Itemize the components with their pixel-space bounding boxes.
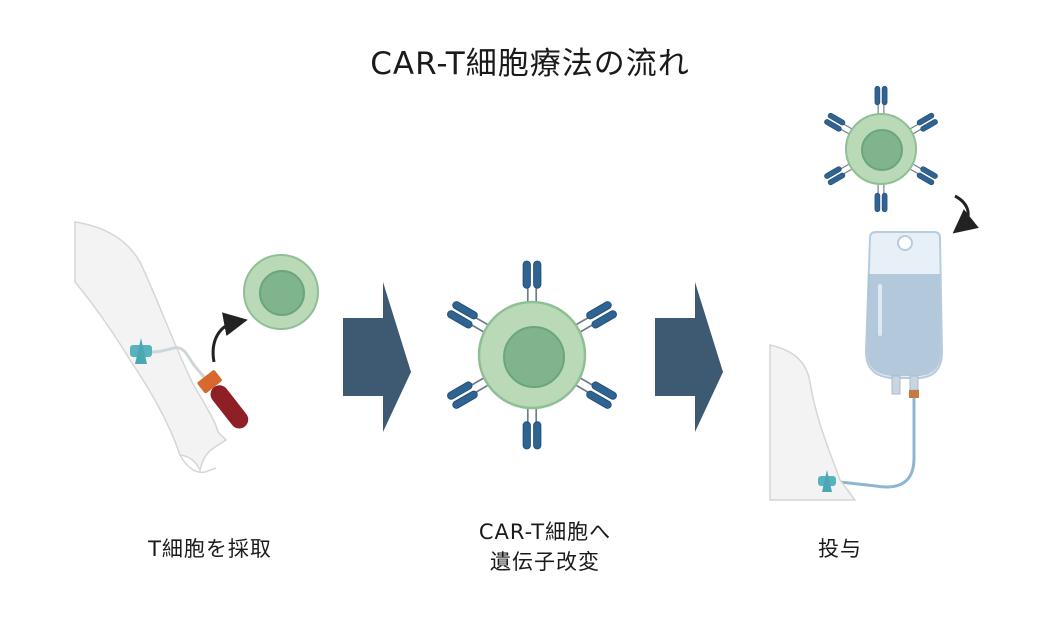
diagram-title: CAR-T細胞療法の流れ [370,46,690,82]
step-1-line-1: T細胞を採取 [148,537,272,561]
car-receptor-icon [574,301,617,334]
car-receptor-icon [824,112,854,135]
car-t-cell [447,260,617,450]
step-2-line-2: 遺伝子改変 [490,550,600,574]
car-receptor-icon [447,376,490,409]
step-caption-collect: T細胞を採取 [90,534,330,564]
car-receptor-icon [522,407,542,450]
flow-arrow-2 [655,282,723,432]
car-receptor-icon [908,163,938,186]
flow-arrow-1 [343,282,411,432]
arm-illustration-right [769,344,857,501]
step-3-line-1: 投与 [818,537,862,561]
car-receptor-icon [874,183,888,213]
car-receptor-icon [874,85,888,115]
car-t-cell-small [824,85,938,213]
t-cell [243,254,319,330]
butterfly-needle-right [818,470,836,492]
car-receptor-icon [522,260,542,303]
car-receptor-icon [824,163,854,186]
extract-arrow [211,312,248,363]
car-receptor-icon [908,112,938,135]
step-caption-administer: 投与 [760,534,920,564]
step-2-line-1: CAR-T細胞へ [478,520,612,544]
blood-tube [197,370,249,429]
butterfly-needle-left [130,338,207,379]
iv-tube [839,398,916,489]
step-caption-modify: CAR-T細胞へ 遺伝子改変 [415,517,675,577]
car-receptor-icon [447,301,490,334]
car-receptor-icon [574,376,617,409]
infuse-arrow [952,194,979,234]
iv-bag [864,231,944,398]
